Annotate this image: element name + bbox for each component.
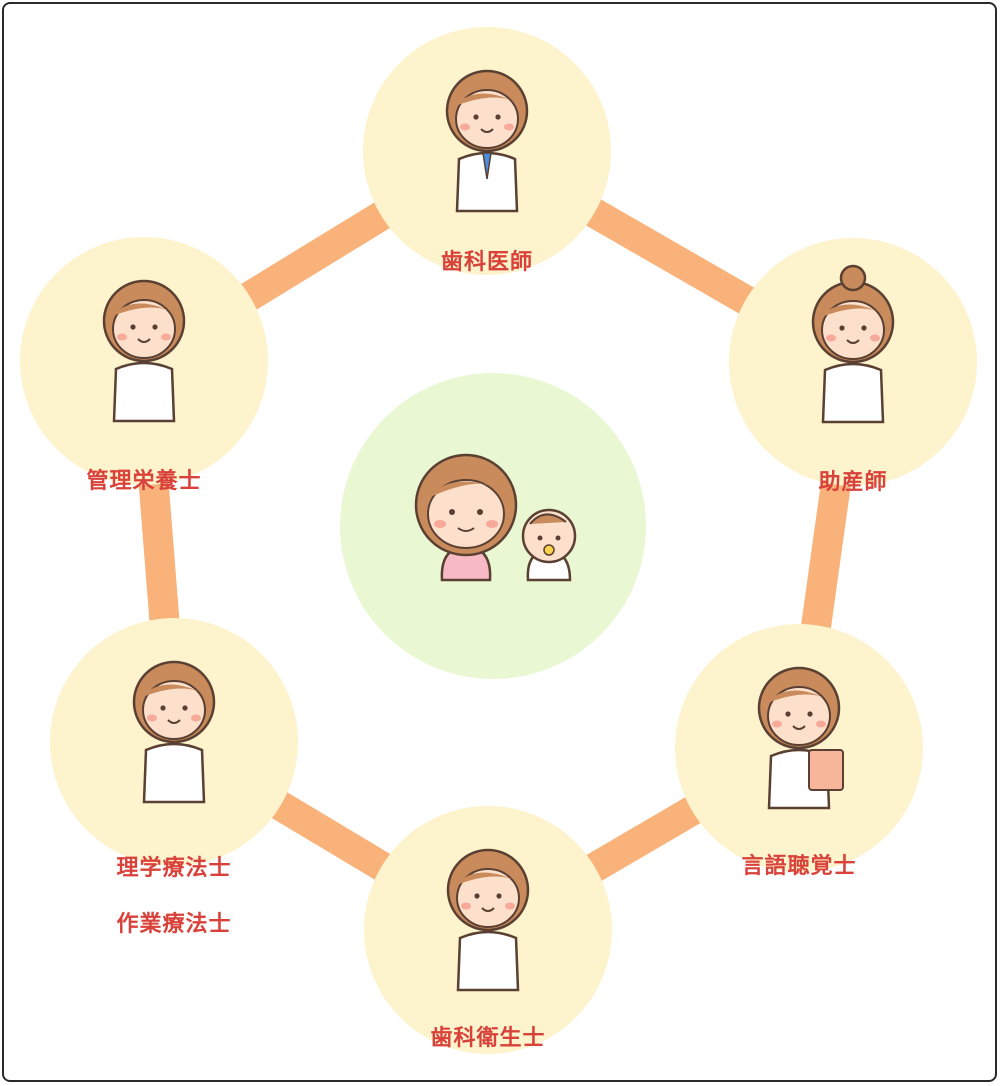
baby-figure [521,508,577,582]
dietitian-figure [102,279,186,423]
dental-hygienist-label: 歯科衛生士 [430,1026,546,1051]
pt-ot-node [50,618,298,866]
pt-ot-label-1: 理学療法士 [116,856,232,881]
speech-therapist-label: 言語聴覚士 [741,854,857,879]
dental-hygienist-node [364,806,612,1054]
midwife-label: 助産師 [818,470,888,495]
center-node [340,373,646,679]
dentist-figure [445,69,529,213]
dietitian-node [20,237,268,485]
midwife-node [729,238,977,486]
dental-hygienist-figure [446,848,530,992]
dentist-label: 歯科医師 [440,250,534,275]
mother-figure [414,453,518,582]
dentist-node [363,27,611,275]
pt-ot-label-2: 作業療法士 [116,912,232,937]
speech-therapist-figure [757,666,844,810]
dietitian-label: 管理栄養士 [86,469,202,494]
midwife-figure [811,264,895,424]
speech-therapist-node [675,624,923,872]
pt-ot-figure [132,660,216,804]
